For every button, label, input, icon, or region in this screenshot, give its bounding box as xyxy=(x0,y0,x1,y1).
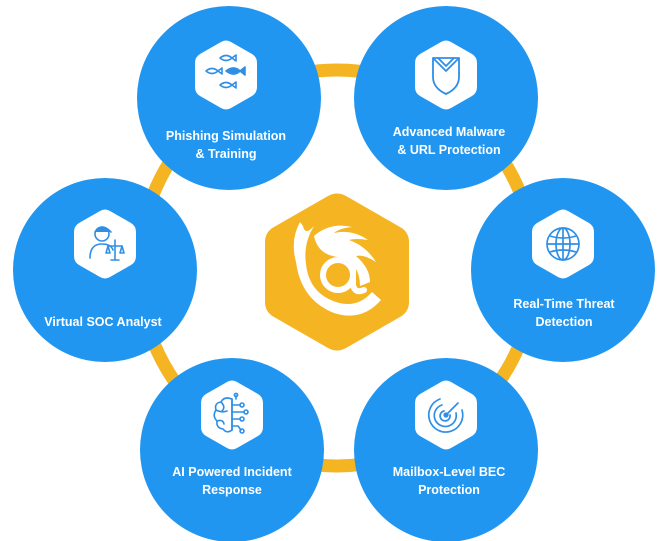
fish-icon xyxy=(205,54,246,89)
shield-envelope-icon xyxy=(432,57,460,95)
globe-icon xyxy=(546,227,580,261)
node-label-phishing-line2: & Training xyxy=(195,147,257,161)
center-logo xyxy=(265,193,409,351)
node-label-soc-line1: Virtual SOC Analyst xyxy=(44,315,162,329)
badge-malware xyxy=(415,40,477,110)
badge-bec xyxy=(415,380,477,450)
node-label-phishing-line1: Phishing Simulation xyxy=(165,129,287,143)
badge-ai xyxy=(201,380,263,450)
badge-threat xyxy=(532,209,594,279)
node-label-malware: Advanced Malware & URL Protection xyxy=(364,123,534,159)
node-label-ai-line2: Response xyxy=(202,483,262,497)
analyst-scales-icon xyxy=(89,226,125,261)
badge-phishing xyxy=(195,40,257,110)
node-label-ai: AI Powered Incident Response xyxy=(147,463,317,499)
node-label-soc: Virtual SOC Analyst xyxy=(18,313,188,331)
node-label-malware-line1: Advanced Malware xyxy=(392,125,506,139)
at-sign-flame-logo xyxy=(293,222,381,316)
node-label-threat: Real-Time Threat Detection xyxy=(479,295,649,331)
radar-target-icon xyxy=(427,398,464,433)
node-label-bec-line1: Mailbox-Level BEC xyxy=(392,465,506,479)
node-label-threat-line2: Detection xyxy=(535,315,593,329)
node-label-malware-line2: & URL Protection xyxy=(397,143,501,157)
node-label-bec-line2: Protection xyxy=(418,483,480,497)
badge-soc xyxy=(74,209,136,279)
node-label-threat-line1: Real-Time Threat xyxy=(513,297,615,311)
node-label-bec: Mailbox-Level BEC Protection xyxy=(364,463,534,499)
node-label-ai-line1: AI Powered Incident xyxy=(172,465,292,479)
brain-circuit-icon xyxy=(213,392,249,434)
node-label-phishing: Phishing Simulation & Training xyxy=(141,127,311,163)
node-circle-bec[interactable] xyxy=(354,358,538,541)
node-circle-ai[interactable] xyxy=(140,358,324,541)
